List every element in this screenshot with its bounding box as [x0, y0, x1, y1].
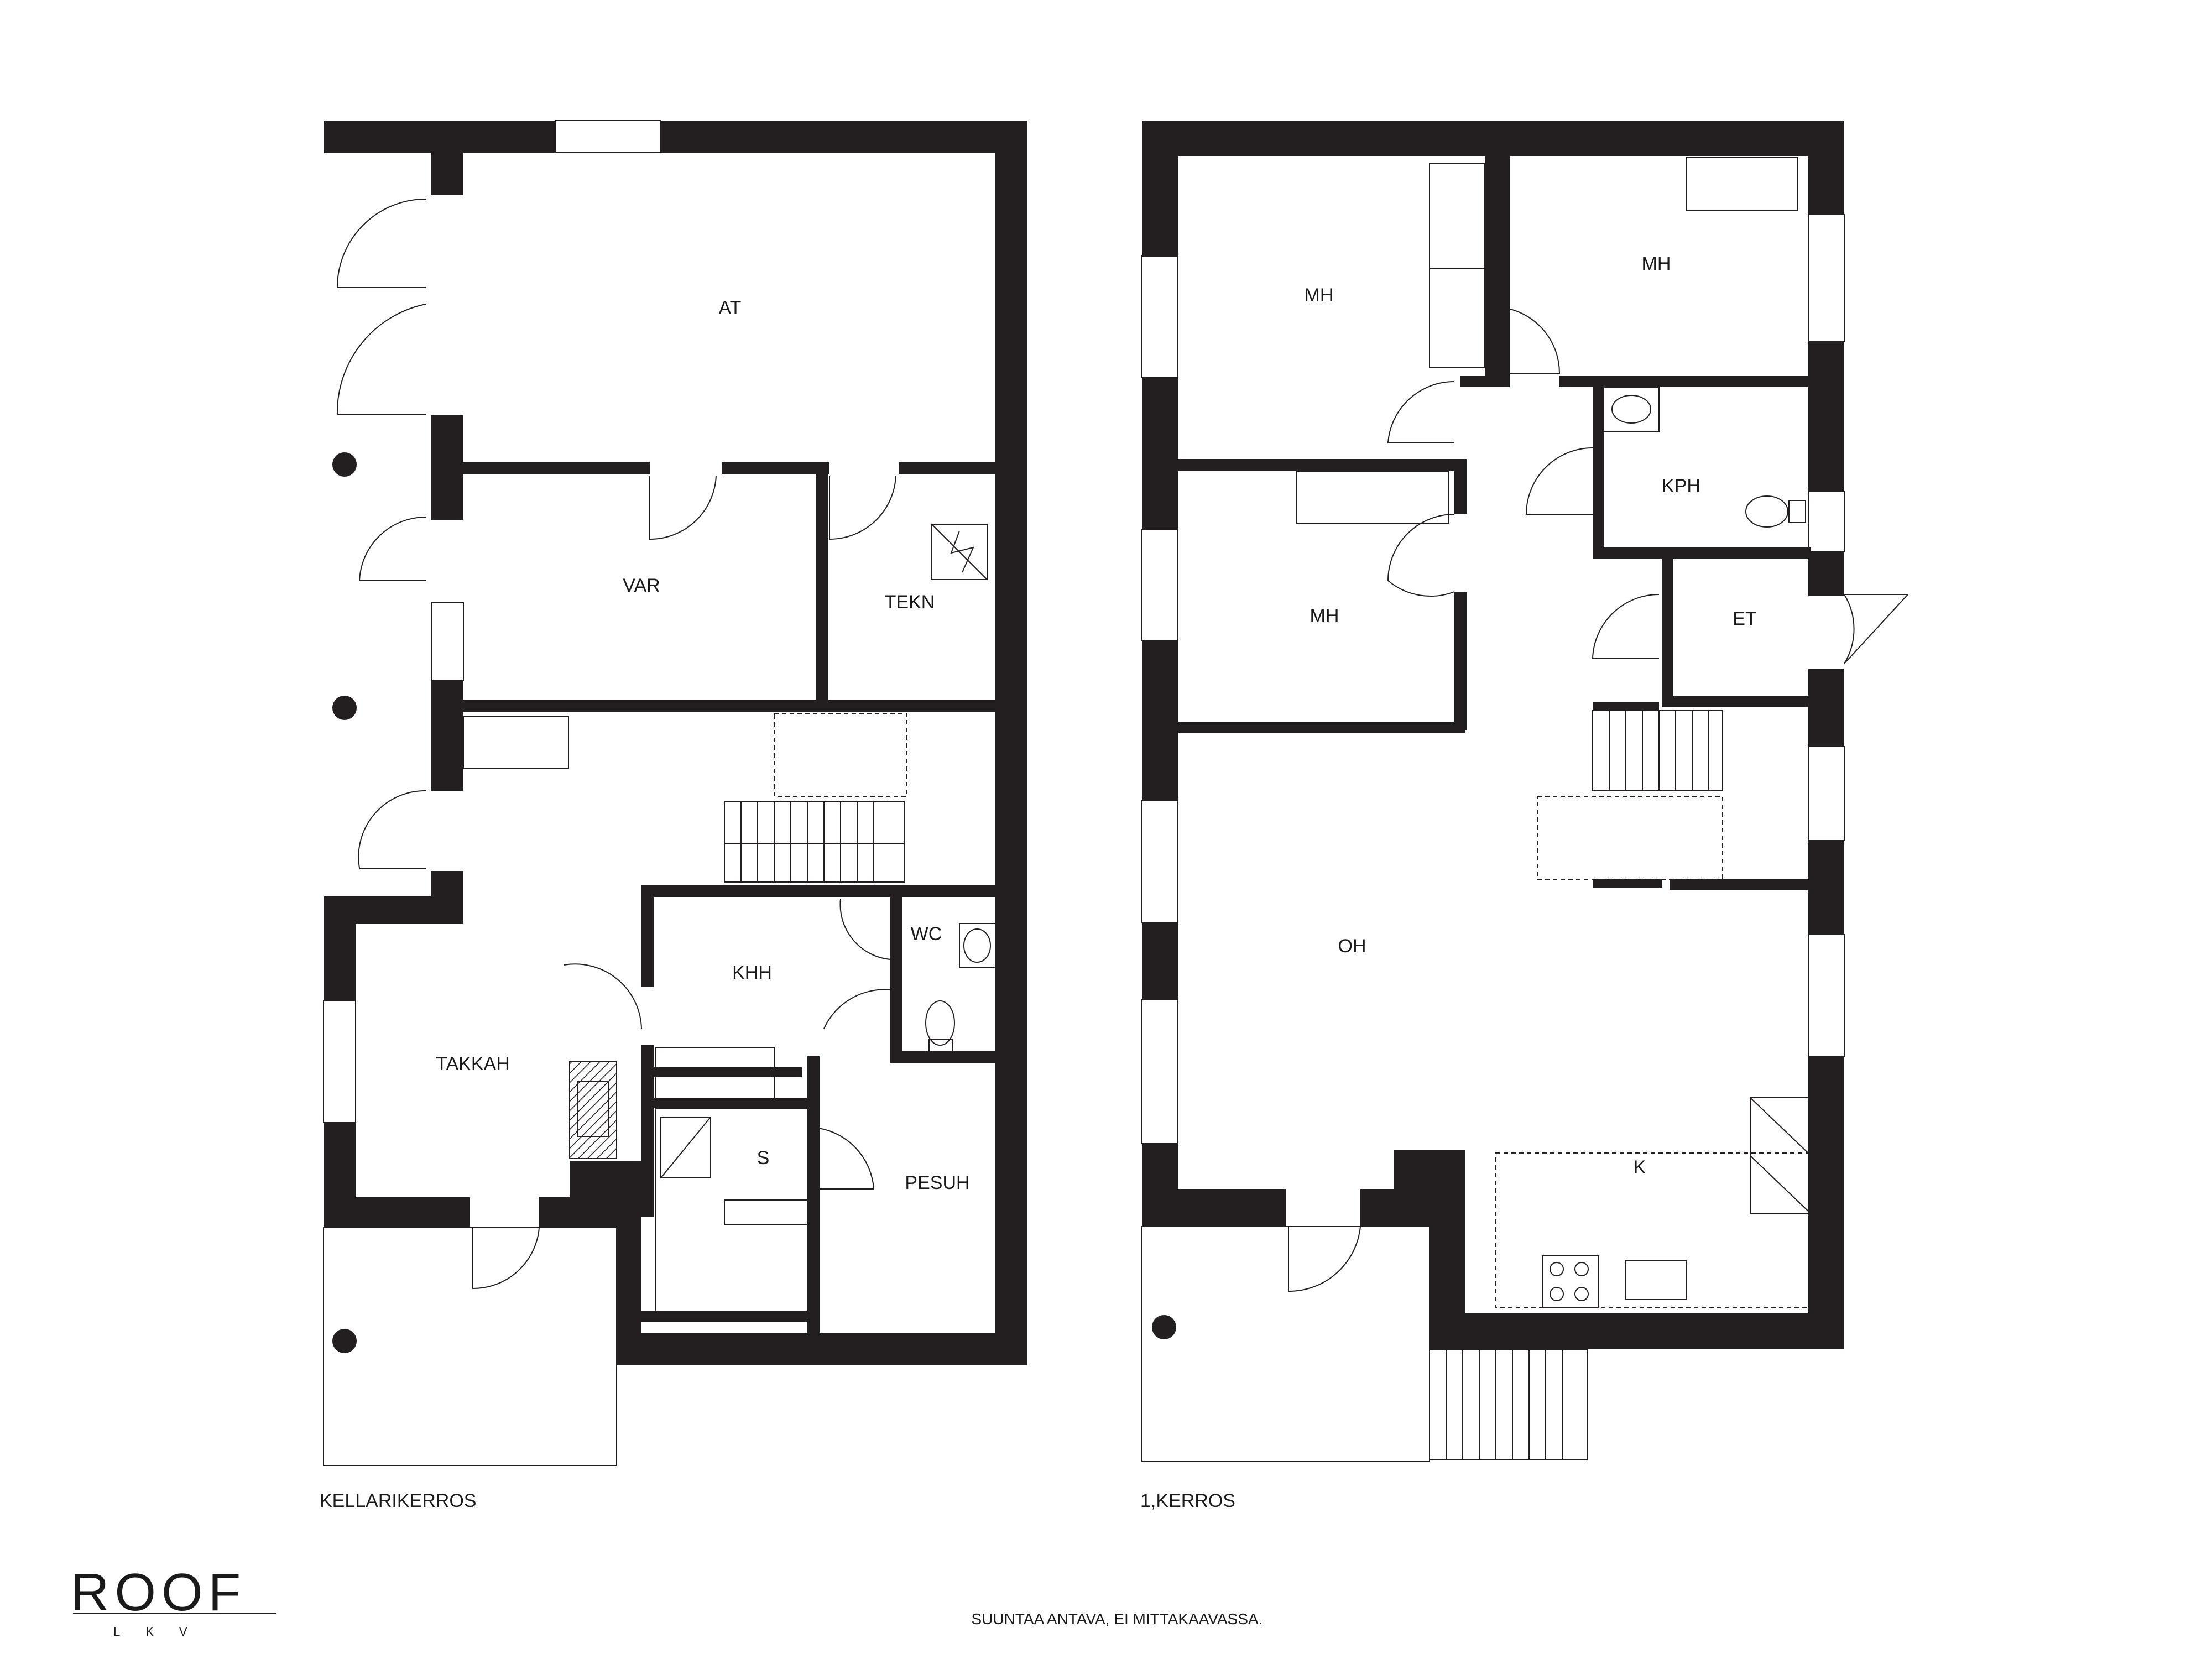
room-label-at: AT	[719, 298, 742, 319]
room-label-var: VAR	[623, 575, 660, 596]
room-label-et: ET	[1733, 608, 1756, 629]
room-label-khh: KHH	[732, 962, 772, 983]
room-label-s: S	[757, 1147, 770, 1168]
room-label-takkah: TAKKAH	[436, 1053, 510, 1074]
room-label-mh-1: MH	[1305, 285, 1334, 306]
room-label-mh-3: MH	[1310, 606, 1339, 627]
floor-label-basement: KELLARIKERROS	[320, 1490, 476, 1511]
first-floor-plan	[1141, 121, 1910, 1462]
roof-lkv-logo: ROOF LKV	[71, 1563, 276, 1639]
room-label-pesuh: PESUH	[905, 1172, 969, 1193]
room-label-mh-2: MH	[1642, 253, 1671, 274]
room-label-kph: KPH	[1662, 476, 1700, 497]
room-label-k: K	[1634, 1157, 1646, 1178]
room-label-tekn: TEKN	[885, 592, 935, 613]
basement-plan	[323, 120, 1027, 1466]
room-label-oh: OH	[1338, 936, 1366, 957]
floor-label-first: 1,KERROS	[1140, 1490, 1235, 1511]
svg-text:ROOF: ROOF	[71, 1563, 246, 1622]
svg-text:LKV: LKV	[113, 1625, 213, 1639]
room-label-wc: WC	[911, 924, 942, 945]
disclaimer-text: SUUNTAA ANTAVA, EI MITTAKAAVASSA.	[972, 1610, 1263, 1627]
